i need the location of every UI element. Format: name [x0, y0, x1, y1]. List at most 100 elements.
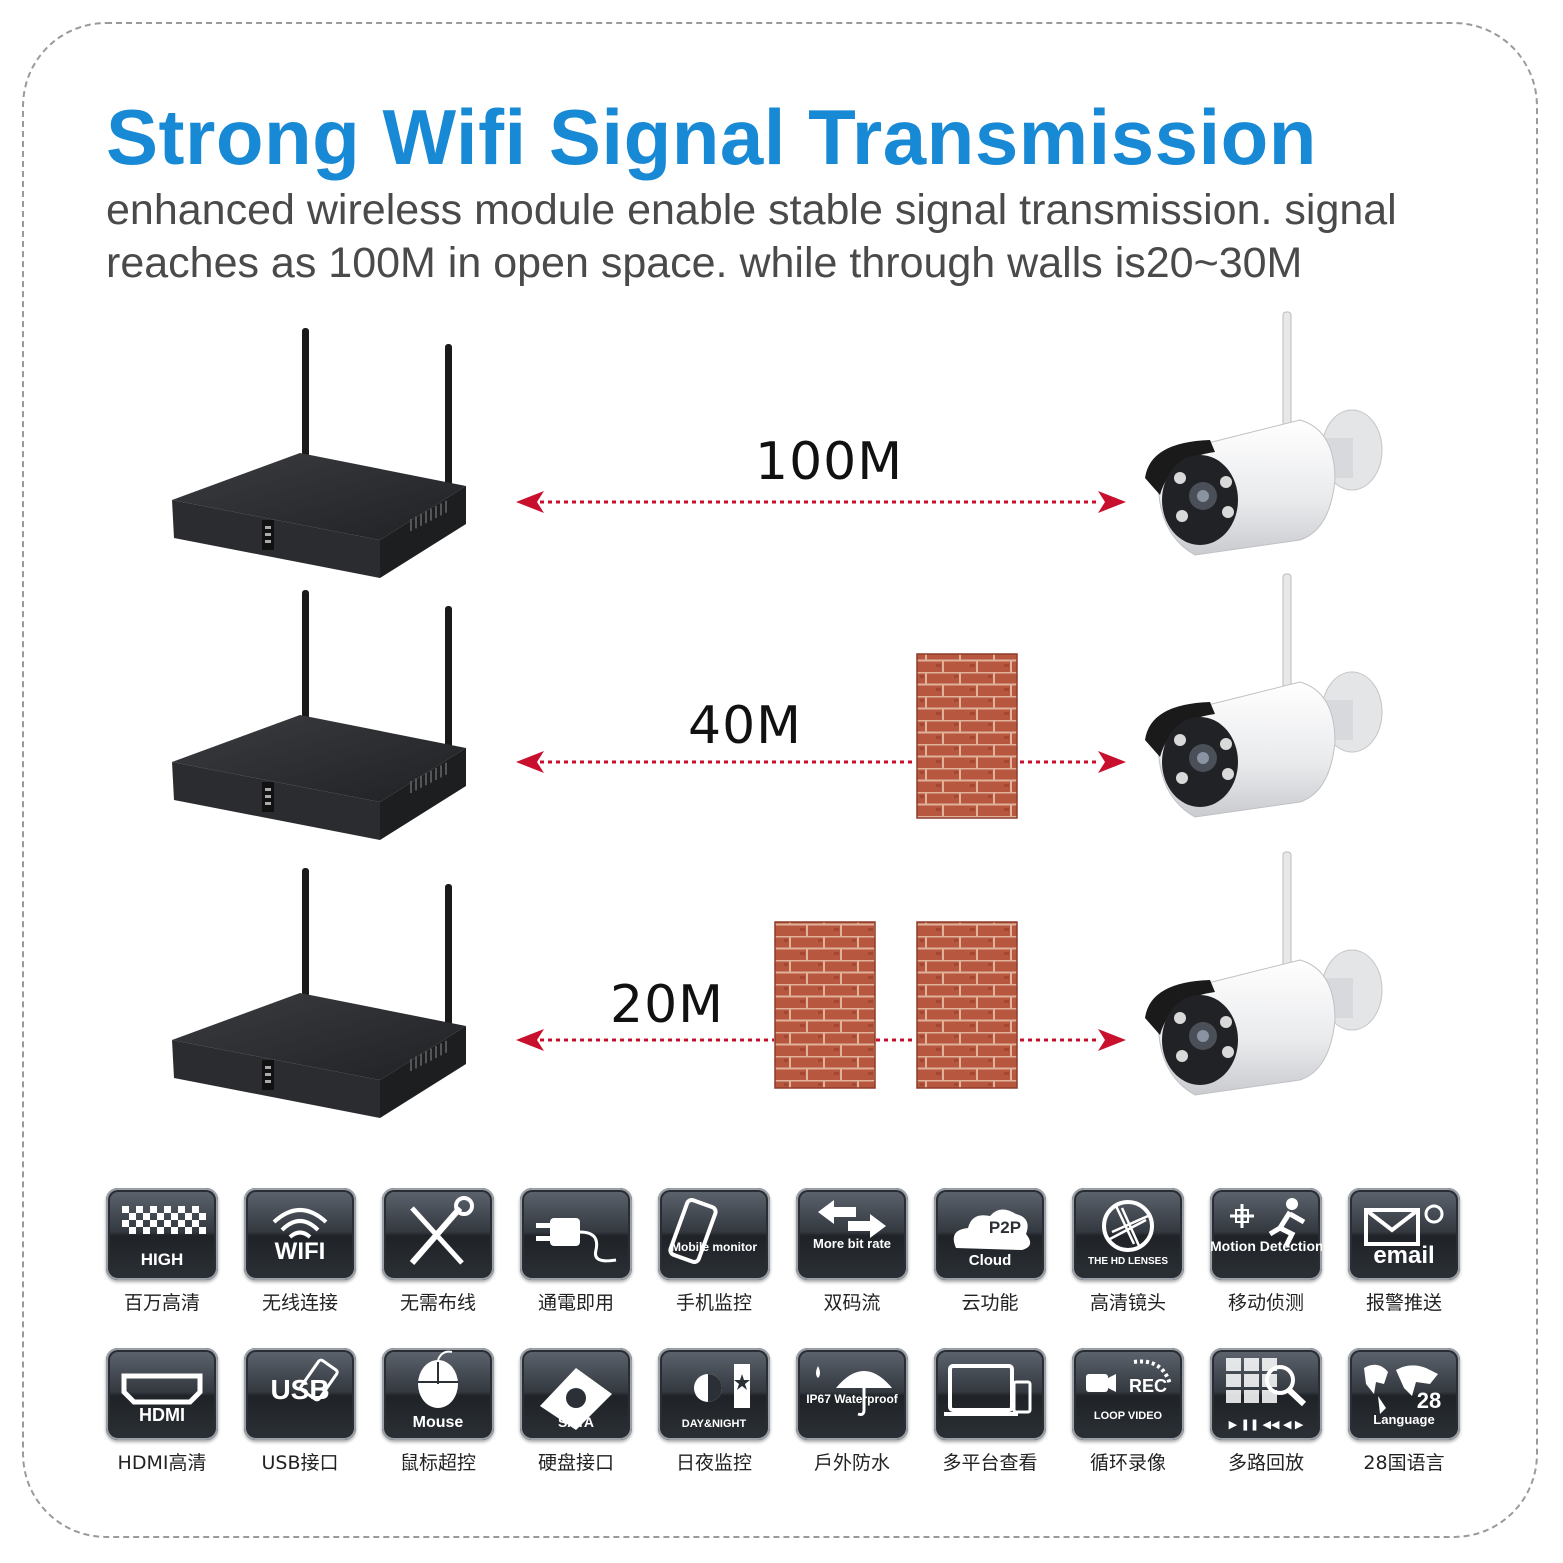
umbrella-icon: IP67 Waterproof	[796, 1348, 908, 1440]
feature-caption: 云功能	[961, 1292, 1019, 1314]
tile-label: Mouse	[412, 1414, 464, 1431]
tile-label: SATA	[557, 1414, 595, 1430]
feature-item: THE HD LENSES 高清镜头	[1072, 1188, 1184, 1315]
tools-icon	[382, 1188, 494, 1280]
feature-item: 通電即用	[520, 1188, 632, 1315]
arrow-head-right-icon	[1098, 751, 1126, 773]
svg-text:▶ ❚❚ ◀◀ ◀ ▶: ▶ ❚❚ ◀◀ ◀ ▶	[1229, 1418, 1304, 1431]
tile-label: Mobile monitor	[671, 1240, 757, 1254]
scenario-row-2	[172, 573, 1383, 840]
power-plug-icon	[520, 1188, 632, 1280]
feature-caption: 无线连接	[261, 1292, 338, 1314]
feature-caption: 通電即用	[537, 1292, 614, 1314]
feature-caption: 移动侦测	[1227, 1292, 1304, 1314]
aperture-icon: THE HD LENSES	[1072, 1188, 1184, 1280]
tile-badge: P2P	[988, 1218, 1022, 1237]
scenario-row-3	[172, 851, 1383, 1118]
feature-caption: 多平台查看	[942, 1452, 1038, 1474]
feature-item: HDMI HDMI高清	[106, 1348, 218, 1475]
feature-caption: 百万高清	[123, 1292, 200, 1314]
mobile-icon: Mobile monitor	[658, 1188, 770, 1280]
nvr-recorder-icon	[172, 590, 466, 840]
hdmi-icon: HDMI	[106, 1348, 218, 1440]
feature-caption: 硬盘接口	[537, 1452, 614, 1474]
brick-wall-icon	[916, 921, 1018, 1089]
feature-item: More bit rate 双码流	[796, 1188, 908, 1315]
tile-label: DAY&NIGHT	[681, 1418, 747, 1430]
feature-caption: USB接口	[261, 1452, 339, 1474]
distance-label-100m: 100M	[755, 432, 904, 492]
feature-caption: 日夜监控	[675, 1452, 752, 1474]
arrows-icon: More bit rate	[796, 1188, 908, 1280]
tile-label: HIGH	[140, 1250, 184, 1269]
feature-caption: 鼠标超控	[399, 1452, 476, 1474]
feature-caption: 手机监控	[675, 1292, 752, 1314]
feature-item: HIGH 百万高清	[106, 1188, 218, 1315]
wifi-icon: WIFI	[244, 1188, 356, 1280]
feature-item: SATA 硬盘接口	[520, 1348, 632, 1475]
bullet-camera-icon	[1145, 851, 1383, 1096]
feature-item: 无需布线	[382, 1188, 494, 1315]
tile-label: USB	[270, 1374, 330, 1405]
running-man-icon: Motion Detection	[1210, 1188, 1322, 1280]
tile-label: HDMI	[139, 1405, 185, 1425]
tile-label: Cloud	[968, 1252, 1012, 1269]
tile-badge: REC	[1128, 1376, 1167, 1396]
bullet-camera-icon	[1145, 311, 1383, 556]
page-subtitle: enhanced wireless module enable stable s…	[106, 184, 1466, 290]
arrow-head-right-icon	[1098, 491, 1126, 513]
feature-item: Mobile monitor 手机监控	[658, 1188, 770, 1315]
usb-icon: USB	[244, 1348, 356, 1440]
feature-item: 多平台查看	[934, 1348, 1046, 1475]
tile-label: email	[1373, 1242, 1435, 1269]
feature-caption: 多路回放	[1227, 1452, 1304, 1474]
tile-label: WIFI	[274, 1238, 326, 1265]
tile-label: LOOP VIDEO	[1093, 1410, 1163, 1422]
distance-label-20m: 20M	[610, 975, 725, 1035]
tile-label: IP67 Waterproof	[806, 1392, 898, 1406]
tile-label: Motion Detection	[1210, 1238, 1322, 1254]
page-title: Strong Wifi Signal Transmission	[106, 93, 1317, 181]
arrow-head-right-icon	[1098, 1029, 1126, 1051]
feature-item: Cloud P2P 云功能	[934, 1188, 1046, 1315]
nvr-recorder-icon	[172, 868, 466, 1118]
feature-caption: 戶外防水	[813, 1452, 890, 1474]
feature-item: Motion Detection 移动侦测	[1210, 1188, 1322, 1315]
feature-item: IP67 Waterproof 戶外防水	[796, 1348, 908, 1475]
cloud-icon: Cloud P2P	[934, 1188, 1046, 1280]
day-night-icon: DAY&NIGHT	[658, 1348, 770, 1440]
feature-icons-row-1: HIGH 百万高清 WIFI 无线连接 无需布线 通電即用 Mobile monito…	[106, 1188, 1460, 1315]
feature-caption: HDMI高清	[117, 1452, 207, 1474]
feature-item: Mouse 鼠标超控	[382, 1348, 494, 1475]
grid-zoom-icon: ▶ ❚❚ ◀◀ ◀ ▶	[1210, 1348, 1322, 1440]
feature-item: email 报警推送	[1348, 1188, 1460, 1315]
feature-caption: 高清镜头	[1089, 1292, 1166, 1314]
scenario-row-1	[172, 311, 1383, 578]
transmission-diagram	[172, 311, 1383, 1118]
subtitle-line-1: enhanced wireless module enable stable s…	[106, 186, 1397, 234]
feature-caption: 报警推送	[1365, 1292, 1442, 1314]
arrow-head-left-icon	[516, 751, 544, 773]
envelope-icon: email	[1348, 1188, 1460, 1280]
tile-label: THE HD LENSES	[1087, 1256, 1168, 1267]
subtitle-line-2: reaches as 100M in open space. while thr…	[106, 239, 1303, 287]
feature-caption: 双码流	[823, 1292, 881, 1314]
tile-label: Language	[1373, 1412, 1435, 1427]
feature-item: WIFI 无线连接	[244, 1188, 356, 1315]
feature-item: USB USB接口	[244, 1348, 356, 1475]
feature-icons-row-2: HDMI HDMI高清 USB USB接口 Mouse 鼠标超控 SATA 硬盘接口 DA…	[106, 1348, 1460, 1475]
brick-wall-icon	[774, 921, 876, 1089]
feature-item: DAY&NIGHT 日夜监控	[658, 1348, 770, 1475]
tile-badge: 28	[1416, 1388, 1442, 1413]
distance-label-40m: 40M	[688, 696, 803, 756]
nvr-recorder-icon	[172, 328, 466, 578]
arrow-head-left-icon	[516, 1029, 544, 1051]
checkerboard-icon: HIGH	[106, 1188, 218, 1280]
brick-wall-icon	[916, 653, 1018, 819]
mouse-icon: Mouse	[382, 1348, 494, 1440]
feature-item: ▶ ❚❚ ◀◀ ◀ ▶ 多路回放	[1210, 1348, 1322, 1475]
rec-icon: LOOP VIDEO REC	[1072, 1348, 1184, 1440]
